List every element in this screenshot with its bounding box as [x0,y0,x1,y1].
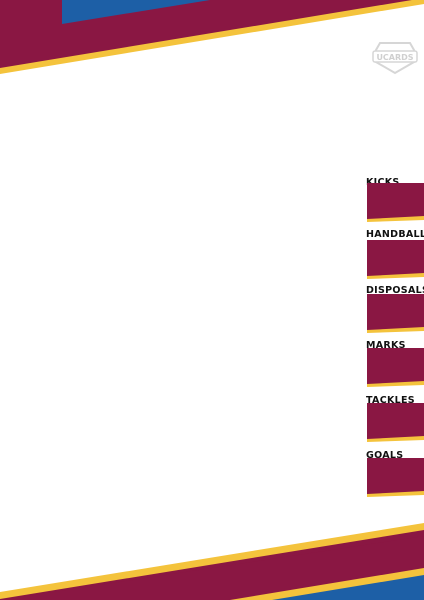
stat-label-tackles: TACKLES [366,395,415,406]
ucards-logo: UCARDS [370,40,420,76]
stat-label-goals: GOALS [366,450,404,461]
stat-box-kicks [367,183,424,222]
stat-label-kicks: KICKS [366,177,400,188]
stat-box-disposals [367,294,424,333]
top-stripe [0,0,424,74]
logo-text: UCARDS [376,53,413,62]
bottom-stripe [0,523,424,600]
stat-label-disposals: DISPOSALS [366,285,424,296]
stat-box-tackles [367,403,424,442]
stat-label-marks: MARKS [366,340,406,351]
stat-box-handballs [367,240,424,279]
stat-label-handballs: HANDBALLS [366,229,424,240]
stat-box-goals [367,458,424,497]
stat-box-marks [367,348,424,387]
